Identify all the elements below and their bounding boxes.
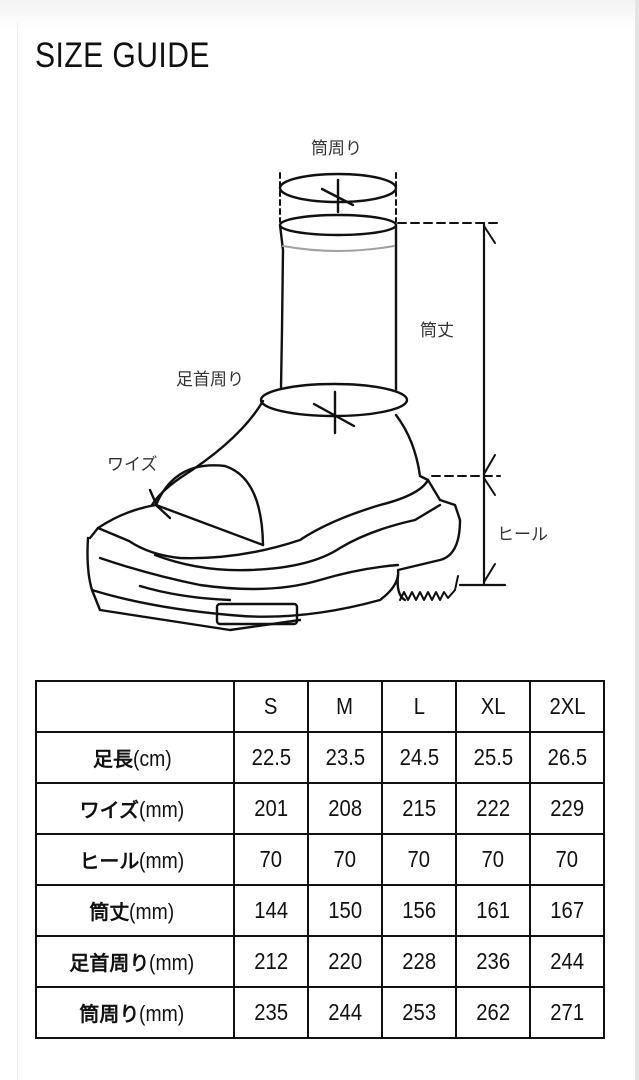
table-cell: 70 [381, 833, 457, 886]
table-row: 筒周り(mm) 235 244 253 262 271 [35, 986, 605, 1039]
corner-cell [35, 680, 235, 733]
table-row: 筒丈(mm) 144 150 156 161 167 [35, 884, 605, 937]
boot-illustration [86, 172, 507, 632]
row-label-ankle-circumference: 足首周り(mm) [35, 935, 235, 988]
column-header-l: L [381, 680, 457, 733]
table-cell: 70 [455, 833, 531, 886]
table-cell: 212 [233, 935, 309, 988]
label-shaft-height: 筒丈 [420, 321, 454, 341]
table-cell: 70 [529, 833, 605, 886]
table-cell: 244 [529, 935, 605, 988]
table-cell: 70 [233, 833, 309, 886]
table-cell: 228 [381, 935, 457, 988]
size-chart-table: S M L XL 2XL 足長(cm) 22.5 23.5 24.5 25.5 … [35, 680, 605, 1039]
row-label-shaft-height: 筒丈(mm) [35, 884, 235, 937]
table-cell: 236 [455, 935, 531, 988]
scrollbar-edge [635, 0, 639, 1080]
table-row: ワイズ(mm) 201 208 215 222 229 [35, 782, 605, 835]
table-cell: 262 [455, 986, 531, 1039]
table-cell: 167 [529, 884, 605, 937]
table-cell: 271 [529, 986, 605, 1039]
table-header-row: S M L XL 2XL [35, 680, 605, 733]
table-row: ヒール(mm) 70 70 70 70 70 [35, 833, 605, 886]
table-cell: 229 [529, 782, 605, 835]
table-cell: 244 [307, 986, 383, 1039]
column-header-s: S [233, 680, 309, 733]
column-header-xl: XL [455, 680, 531, 733]
table-cell: 208 [307, 782, 383, 835]
table-cell: 222 [455, 782, 531, 835]
column-header-m: M [307, 680, 383, 733]
table-cell: 22.5 [233, 731, 309, 784]
column-header-2xl: 2XL [529, 680, 605, 733]
row-label-foot-length: 足長(cm) [35, 731, 235, 784]
row-label-heel: ヒール(mm) [35, 833, 235, 886]
boot-measurement-diagram: 筒周り 筒丈 足首周り ワイズ ヒール [0, 120, 639, 650]
table-cell: 215 [381, 782, 457, 835]
label-shaft-circumference: 筒周り [311, 139, 362, 159]
table-cell: 70 [307, 833, 383, 886]
top-shadow [0, 0, 639, 30]
page-title: SIZE GUIDE [35, 36, 210, 75]
table-row: 足首周り(mm) 212 220 228 236 244 [35, 935, 605, 988]
label-ankle-circumference: 足首周り [176, 370, 244, 390]
row-label-width: ワイズ(mm) [35, 782, 235, 835]
table-cell: 253 [381, 986, 457, 1039]
label-width: ワイズ [107, 455, 158, 475]
table-cell: 201 [233, 782, 309, 835]
table-cell: 150 [307, 884, 383, 937]
table-cell: 161 [455, 884, 531, 937]
label-heel: ヒール [497, 525, 548, 545]
table-cell: 23.5 [307, 731, 383, 784]
table-cell: 24.5 [381, 731, 457, 784]
table-row: 足長(cm) 22.5 23.5 24.5 25.5 26.5 [35, 731, 605, 784]
row-label-shaft-circumference: 筒周り(mm) [35, 986, 235, 1039]
left-divider [17, 22, 18, 1080]
table-cell: 220 [307, 935, 383, 988]
table-cell: 26.5 [529, 731, 605, 784]
table-cell: 144 [233, 884, 309, 937]
table-cell: 156 [381, 884, 457, 937]
table-cell: 235 [233, 986, 309, 1039]
table-cell: 25.5 [455, 731, 531, 784]
